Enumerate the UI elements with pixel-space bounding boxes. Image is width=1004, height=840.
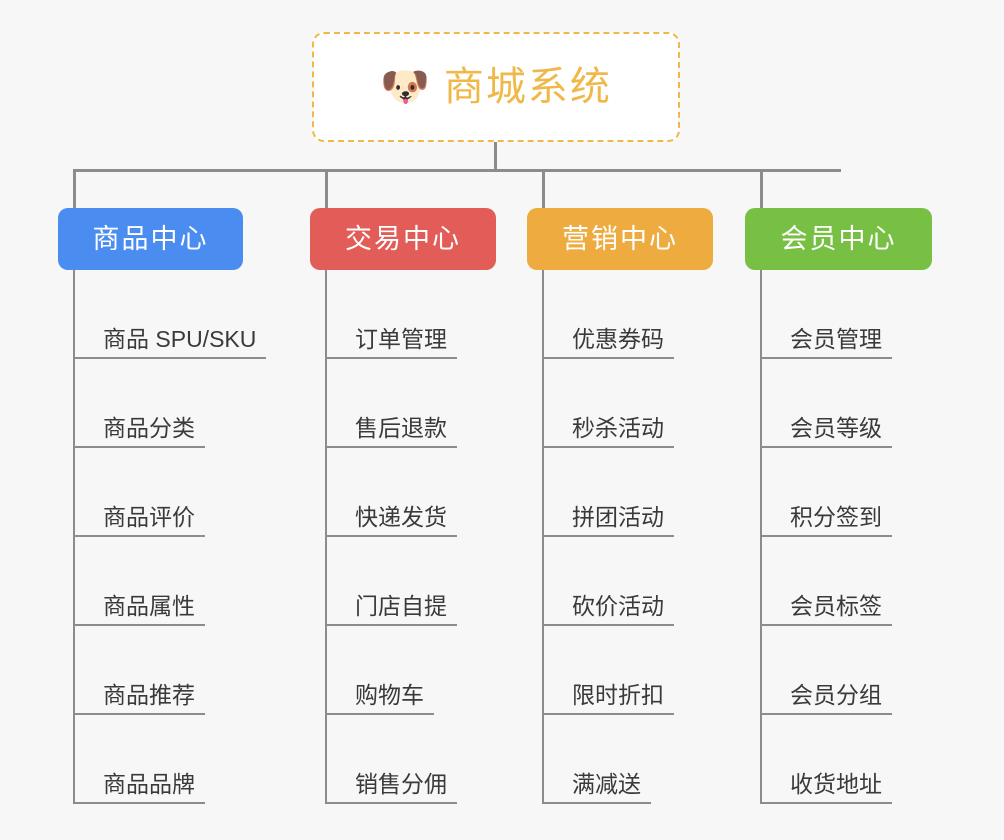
branch-box-0[interactable]: 商品中心 (58, 208, 243, 270)
leaf-underline (542, 535, 674, 537)
branch-trunk-line (73, 270, 75, 804)
leaf-underline (73, 802, 205, 804)
leaf-underline (73, 446, 205, 448)
leaf-item-label: 会员标签 (790, 593, 882, 619)
leaf-item-label: 商品分类 (103, 415, 195, 441)
leaf-item-label: 秒杀活动 (572, 415, 664, 441)
branch-box-2[interactable]: 营销中心 (527, 208, 713, 270)
branch-drop-line (73, 172, 76, 208)
leaf-underline (542, 446, 674, 448)
branch-box-1[interactable]: 交易中心 (310, 208, 496, 270)
branch-label: 营销中心 (562, 223, 678, 254)
leaf-underline (542, 357, 674, 359)
leaf-item-label: 销售分佣 (355, 771, 447, 797)
leaf-item-label: 购物车 (355, 682, 424, 708)
leaf-underline (542, 624, 674, 626)
leaf-item-label: 商品推荐 (103, 682, 195, 708)
dog-face-icon: 🐶 (380, 64, 430, 110)
leaf-item-label: 限时折扣 (572, 682, 664, 708)
branch-box-3[interactable]: 会员中心 (745, 208, 932, 270)
leaf-underline (760, 535, 892, 537)
leaf-underline (325, 624, 457, 626)
leaf-item-label: 会员等级 (790, 415, 882, 441)
branch-label: 交易中心 (345, 223, 461, 254)
leaf-underline (542, 713, 674, 715)
leaf-underline (542, 802, 651, 804)
leaf-underline (325, 535, 457, 537)
leaf-item-label: 快递发货 (355, 504, 447, 530)
branch-trunk-line (760, 270, 762, 804)
leaf-underline (760, 624, 892, 626)
branch-label: 会员中心 (780, 223, 897, 254)
leaf-item-label: 门店自提 (355, 593, 447, 619)
leaf-underline (325, 357, 457, 359)
branch-trunk-line (325, 270, 327, 804)
leaf-item-label: 商品 SPU/SKU (103, 326, 257, 352)
branch-bus-line (73, 169, 841, 172)
branch-drop-line (325, 172, 328, 208)
leaf-underline (760, 802, 892, 804)
leaf-item-label: 商品品牌 (103, 771, 195, 797)
leaf-item-label: 收货地址 (790, 771, 882, 797)
leaf-underline (73, 624, 205, 626)
leaf-underline (73, 535, 205, 537)
root-connector-stub (494, 142, 497, 172)
leaf-item-label: 砍价活动 (572, 593, 664, 619)
leaf-item-label: 商品属性 (103, 593, 195, 619)
leaf-underline (325, 713, 434, 715)
leaf-underline (325, 802, 457, 804)
leaf-item-label: 售后退款 (355, 415, 447, 441)
leaf-underline (760, 713, 892, 715)
branch-label: 商品中心 (92, 223, 209, 254)
leaf-underline (760, 357, 892, 359)
leaf-item-label: 会员管理 (790, 326, 882, 352)
root-node[interactable]: 🐶 商城系统 (312, 32, 680, 142)
leaf-item-label: 会员分组 (790, 682, 882, 708)
leaf-item-label: 订单管理 (355, 326, 447, 352)
leaf-underline (325, 446, 457, 448)
root-node-label: 商城系统 (443, 65, 612, 109)
branch-trunk-line (542, 270, 544, 804)
leaf-underline (760, 446, 892, 448)
leaf-underline (73, 357, 266, 359)
branch-drop-line (760, 172, 763, 208)
leaf-item-label: 商品评价 (103, 504, 195, 530)
leaf-item-label: 拼团活动 (572, 504, 664, 530)
leaf-item-label: 满减送 (572, 771, 641, 797)
branch-drop-line (542, 172, 545, 208)
leaf-underline (73, 713, 205, 715)
leaf-item-label: 优惠券码 (572, 326, 664, 352)
leaf-item-label: 积分签到 (790, 504, 882, 530)
